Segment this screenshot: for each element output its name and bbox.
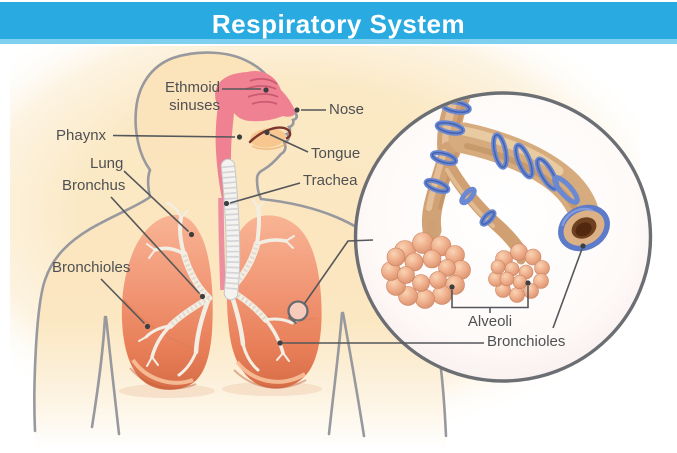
esophagus-stripe — [218, 197, 226, 291]
magnifier-circle — [287, 300, 309, 325]
palate-line — [248, 126, 292, 144]
label-bronchioles: Bronchioles — [52, 259, 131, 276]
upper-respiratory-tract — [215, 70, 296, 291]
body-outline — [33, 51, 448, 438]
tree-texture — [168, 243, 268, 328]
alveoli-cluster-right — [488, 243, 550, 303]
header-bar: Respiratory System — [0, 2, 677, 44]
armpit-lines — [90, 311, 366, 438]
label-ethmoid-line2: sinuses — [169, 97, 220, 114]
lungs — [119, 199, 322, 398]
alveoli-cluster-left — [381, 232, 471, 309]
leader-lines — [100, 87, 326, 330]
label-lung: Lung — [90, 155, 124, 172]
header-accent-strip — [0, 39, 677, 44]
inset-leaders — [277, 239, 586, 346]
label-ethmoid-sinuses: Ethmoid sinuses — [120, 79, 220, 115]
inset-content — [381, 95, 610, 309]
bronchiole-cross-section — [558, 204, 610, 252]
trachea-tube — [220, 158, 241, 301]
label-nose: Nose — [329, 101, 365, 118]
label-inset-bronchioles: Bronchioles — [487, 333, 566, 350]
label-phaynx: Phaynx — [56, 127, 107, 144]
label-tongue: Tongue — [311, 145, 361, 162]
tongue-shape — [250, 128, 286, 148]
muscle-rings — [423, 99, 580, 227]
label-trachea: Trachea — [303, 172, 358, 189]
ethmoid-sinus-folds — [245, 77, 279, 105]
page-title: Respiratory System — [211, 9, 466, 39]
label-alveoli: Alveoli — [467, 313, 513, 330]
label-ethmoid-line1: Ethmoid — [164, 79, 220, 96]
label-bronchus: Bronchus — [62, 177, 126, 194]
